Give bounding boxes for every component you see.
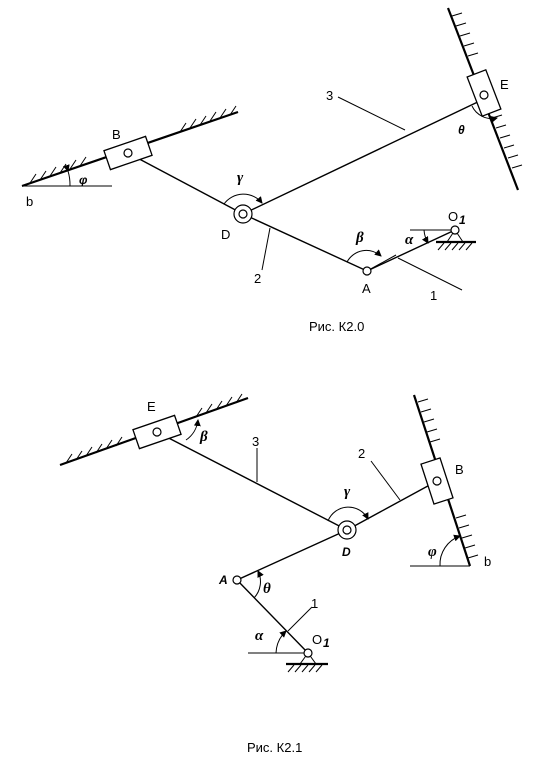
angle-phi-2: φ bbox=[428, 544, 437, 560]
joint-a bbox=[362, 266, 372, 276]
angle-theta-2: θ bbox=[263, 581, 271, 597]
label-b-axis: b bbox=[26, 194, 33, 209]
joint-d-2 bbox=[342, 525, 352, 535]
link-3-label: 3 bbox=[326, 88, 333, 103]
label-e: E bbox=[500, 77, 509, 92]
link-3-2 bbox=[156, 431, 348, 531]
angle-alpha: α bbox=[405, 232, 414, 248]
label-a: A bbox=[362, 281, 371, 296]
joint-b-2 bbox=[432, 476, 442, 486]
link-3-label-2: 3 bbox=[252, 434, 259, 449]
angle-beta: β bbox=[355, 230, 364, 246]
label-e-2: E bbox=[147, 399, 156, 414]
caption-k2-0: Рис. К2.0 bbox=[309, 319, 364, 334]
label-b-axis-2: b bbox=[484, 554, 491, 569]
link-1-2 bbox=[236, 579, 309, 654]
joint-e bbox=[479, 90, 489, 100]
link-3 bbox=[242, 98, 485, 215]
link-2-label: 2 bbox=[254, 271, 261, 286]
angle-gamma-2: γ bbox=[344, 484, 351, 500]
angle-beta-2: β bbox=[199, 429, 208, 445]
figure-k2-0: b φ θ 3 2 1 bbox=[21, 7, 523, 334]
angle-theta: θ bbox=[458, 123, 465, 137]
link-2-label-2: 2 bbox=[358, 446, 365, 461]
support-o1 bbox=[436, 229, 476, 251]
label-a-2: A bbox=[218, 573, 228, 587]
label-d-2: D bbox=[342, 545, 351, 559]
figure-k2-1: β φ b 3 2 1 bbox=[59, 393, 491, 755]
angle-phi: φ bbox=[79, 173, 88, 187]
link-1-label: 1 bbox=[430, 288, 437, 303]
joint-d bbox=[238, 209, 248, 219]
joint-o1 bbox=[450, 225, 460, 235]
link-1-label-2: 1 bbox=[311, 596, 318, 611]
label-d: D bbox=[221, 227, 230, 242]
label-o1-sub: 1 bbox=[459, 213, 466, 227]
angle-alpha-2: α bbox=[255, 628, 264, 644]
caption-k2-1: Рис. К2.1 bbox=[247, 740, 302, 755]
joint-e-2 bbox=[152, 427, 162, 437]
joint-b bbox=[123, 148, 133, 158]
joint-a-2 bbox=[232, 575, 242, 585]
angle-gamma: γ bbox=[237, 170, 244, 186]
label-b-2: B bbox=[455, 462, 464, 477]
label-o1-sub-2: 1 bbox=[323, 636, 330, 650]
link-2-2 bbox=[346, 480, 438, 531]
link-ad bbox=[236, 529, 348, 581]
label-o1-2: O bbox=[312, 632, 322, 647]
label-o1: O bbox=[448, 209, 458, 224]
link-2 bbox=[242, 213, 368, 272]
link-bd bbox=[127, 152, 244, 215]
support-o1-2 bbox=[286, 652, 328, 673]
label-b: B bbox=[112, 127, 121, 142]
joint-o1-2 bbox=[303, 648, 313, 658]
link-1 bbox=[366, 229, 456, 272]
